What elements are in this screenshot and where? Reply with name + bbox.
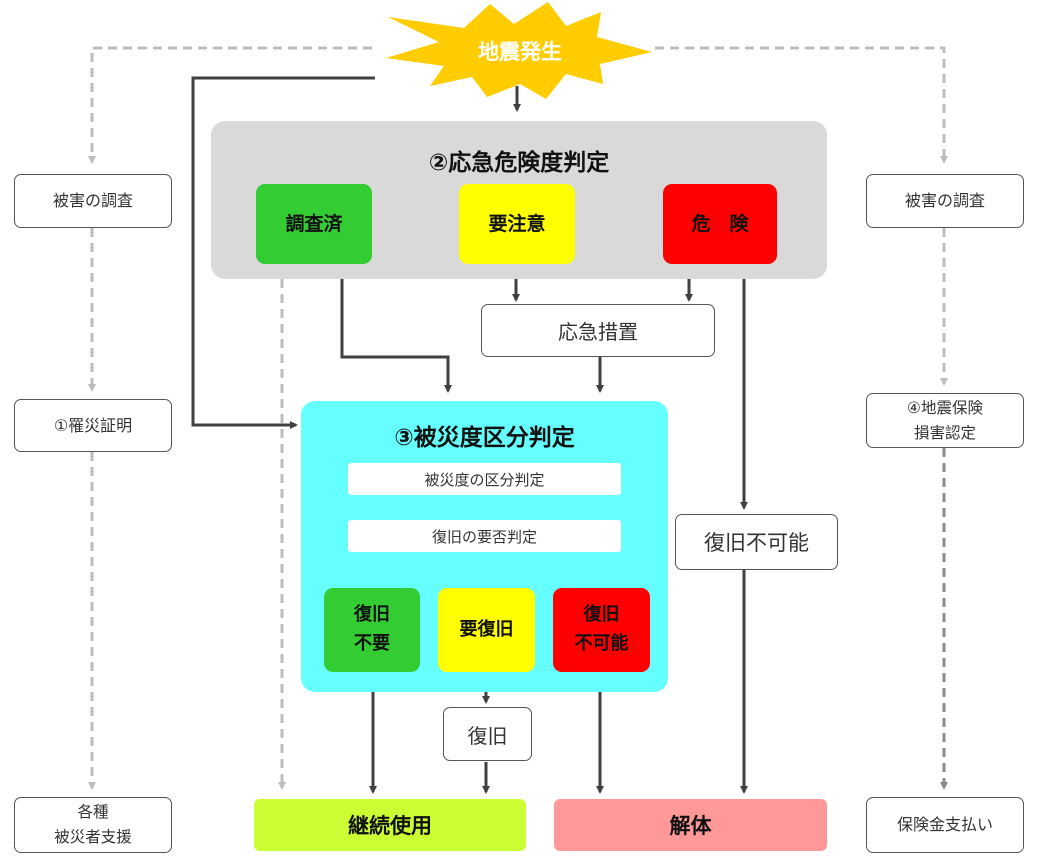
- unrecoverable-label: 復旧不可能: [704, 531, 809, 555]
- right-survey-label: 被害の調査: [904, 191, 985, 211]
- right-damage-survey-box: 被害の調査: [866, 174, 1024, 228]
- damage-panel-title: ③被災度区分判定: [394, 425, 575, 451]
- arrow-connector: [191, 76, 375, 429]
- dashed-connector: [655, 46, 948, 164]
- restore-label: 復旧: [467, 723, 508, 748]
- support-label-line1: 各種: [77, 803, 109, 822]
- insurance-assessment-box: ④地震保険 損害認定: [866, 393, 1024, 448]
- trigger-label: 地震発生: [478, 40, 562, 64]
- caution-status: 要注意: [459, 184, 575, 264]
- continued-use-label: 継続使用: [348, 814, 432, 838]
- left-damage-survey-box: 被害の調査: [14, 174, 172, 228]
- danger-status: 危 険: [663, 184, 777, 264]
- need-restore-status: 要復旧: [438, 588, 535, 672]
- disaster-certificate-box: ①罹災証明: [14, 399, 172, 452]
- restoration-need-row: 復旧の要否判定: [348, 520, 621, 552]
- unrecoverable-box: 復旧不可能: [675, 514, 838, 570]
- damage-class-row: 被災度の区分判定: [348, 463, 621, 495]
- earthquake-starburst-shape: [386, 2, 652, 99]
- damage-class-label: 被災度の区分判定: [424, 470, 545, 489]
- no-restore-line2: 不要: [354, 633, 390, 654]
- insurance-label-line2: 損害認定: [913, 423, 976, 442]
- dashed-connector: [88, 46, 372, 164]
- left-survey-label: 被害の調査: [52, 191, 133, 211]
- impossible-status: 復旧 不可能: [553, 588, 650, 672]
- continued-use-box: 継続使用: [254, 799, 526, 851]
- impossible-line1: 復旧: [583, 604, 620, 626]
- no-restore-status: 復旧 不要: [324, 588, 420, 672]
- no-restore-line1: 復旧: [354, 604, 390, 626]
- caution-label: 要注意: [488, 212, 546, 235]
- danger-label: 危 険: [691, 212, 749, 235]
- certificate-label: ①罹災証明: [53, 415, 133, 435]
- insurance-payment-box: 保険金支払い: [866, 797, 1024, 853]
- emergency-measure-box: 応急措置: [481, 304, 715, 357]
- arrow-connector: [340, 264, 452, 393]
- restore-box: 復旧: [443, 707, 532, 761]
- emergency-measure-label: 応急措置: [558, 320, 638, 344]
- payment-label: 保険金支払い: [896, 815, 993, 835]
- need-restore-label: 要復旧: [459, 618, 514, 640]
- restoration-need-label: 復旧の要否判定: [431, 527, 537, 546]
- inspected-label: 調査済: [285, 212, 343, 235]
- impossible-line2: 不可能: [574, 633, 629, 654]
- demolition-label: 解体: [669, 814, 712, 838]
- support-label-line2: 被災者支援: [54, 828, 132, 846]
- insurance-label-line1: ④地震保険: [907, 398, 983, 417]
- demolition-box: 解体: [554, 799, 827, 851]
- emergency-panel-title: ②応急危険度判定: [428, 150, 610, 176]
- victim-support-box: 各種 被災者支援: [14, 797, 172, 853]
- inspected-status: 調査済: [256, 184, 372, 264]
